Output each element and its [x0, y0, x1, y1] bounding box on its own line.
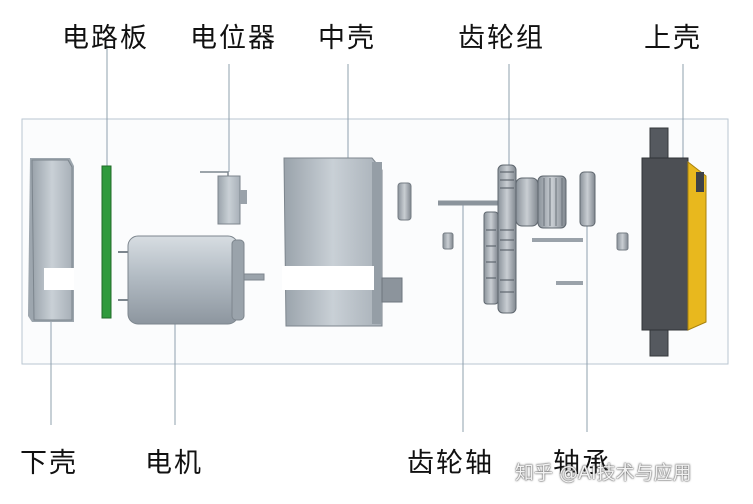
motor-part — [118, 235, 265, 325]
label-middle-shell: 中壳 — [318, 23, 376, 54]
lower-shell-part — [28, 158, 74, 322]
label-bearing: 轴承 — [553, 448, 611, 479]
potentiometer-part — [200, 171, 247, 225]
label-gear-shaft: 齿轮轴 — [407, 448, 494, 479]
watermark: 知乎 @AI技术与应用 — [515, 462, 692, 484]
gear-set-part — [483, 164, 567, 314]
bushing-small — [442, 232, 454, 250]
label-lower-shell: 下壳 — [20, 448, 78, 479]
label-potentiometer: 电位器 — [190, 23, 277, 54]
label-gear-set: 齿轮组 — [458, 23, 545, 54]
bushing-top — [397, 182, 412, 221]
middle-shell-part — [282, 157, 403, 327]
upper-shell-part — [641, 127, 707, 357]
label-circuit-board: 电路板 — [62, 23, 149, 54]
bearing-part — [579, 171, 596, 227]
label-upper-shell: 上壳 — [644, 23, 702, 54]
circuit-board-part — [101, 165, 112, 319]
bushing-right — [616, 232, 629, 251]
label-motor: 电机 — [145, 448, 203, 479]
